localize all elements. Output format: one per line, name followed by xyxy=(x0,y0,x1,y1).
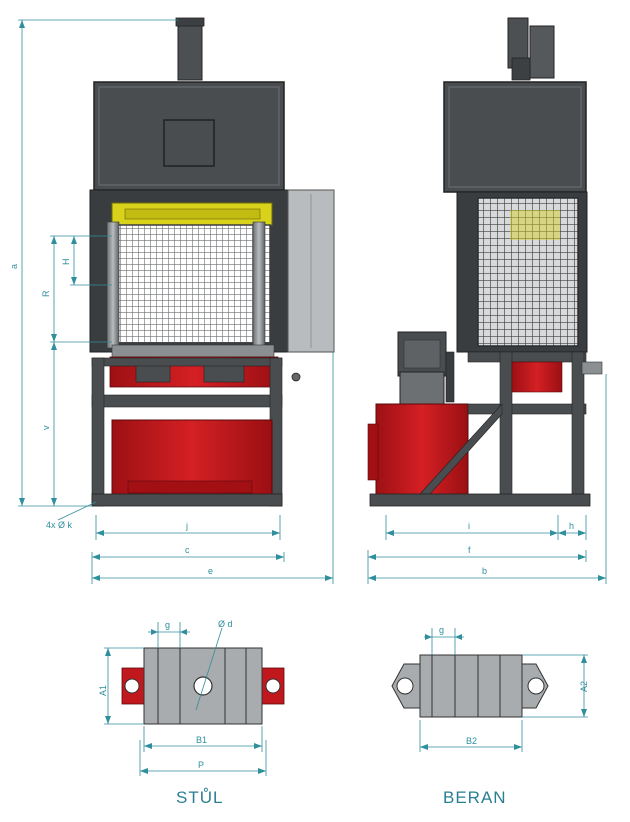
table-dimensions xyxy=(104,622,267,776)
dim-p: P xyxy=(198,760,204,770)
front-dimensions xyxy=(18,19,334,584)
side-oil-tank xyxy=(375,403,469,497)
front-dimension-labels: a R H v 4x Ø k j c e xyxy=(9,259,213,577)
ram-dimension-arrows xyxy=(420,634,587,750)
dim-b: b xyxy=(482,566,487,576)
dim-k: 4x Ø k xyxy=(46,520,73,530)
top-cylinder xyxy=(177,19,203,81)
dim-i: i xyxy=(468,521,470,531)
dim-g-table: g xyxy=(165,620,170,630)
side-view xyxy=(367,17,603,507)
hood xyxy=(93,81,285,191)
ram-plate xyxy=(419,654,523,718)
side-grille xyxy=(477,197,579,347)
dim-a2: A2 xyxy=(579,681,589,692)
dim-a1: A1 xyxy=(98,685,108,696)
table-top-view xyxy=(121,647,285,725)
dim-d: Ø d xyxy=(218,619,233,629)
dim-h-small: h xyxy=(569,521,574,531)
dim-b1: B1 xyxy=(196,735,207,745)
dim-g-ram: g xyxy=(439,625,444,635)
dim-h: H xyxy=(61,259,71,266)
front-dimension-arrows xyxy=(19,20,333,581)
side-dimension-labels: i h f b xyxy=(468,521,574,576)
dim-c: c xyxy=(185,545,190,555)
side-hood xyxy=(443,81,587,193)
ram-top-view xyxy=(391,654,549,718)
dim-r: R xyxy=(41,290,51,297)
dim-e: e xyxy=(208,566,213,576)
side-dimension-arrows xyxy=(368,530,606,581)
dim-v: v xyxy=(41,425,51,430)
front-view xyxy=(89,17,335,507)
caption-ram: BERAN xyxy=(443,788,507,807)
safety-grille xyxy=(114,224,271,344)
dim-j: j xyxy=(185,521,188,531)
dim-b2: B2 xyxy=(466,736,477,746)
dim-a: a xyxy=(9,264,19,269)
ram-dimension-labels: g A2 B2 xyxy=(439,625,589,746)
table-dimension-labels: g Ø d A1 B1 P xyxy=(98,619,233,770)
dim-f: f xyxy=(468,545,471,555)
caption-table: STŮL xyxy=(176,788,224,807)
table-dimension-arrows xyxy=(105,629,266,774)
